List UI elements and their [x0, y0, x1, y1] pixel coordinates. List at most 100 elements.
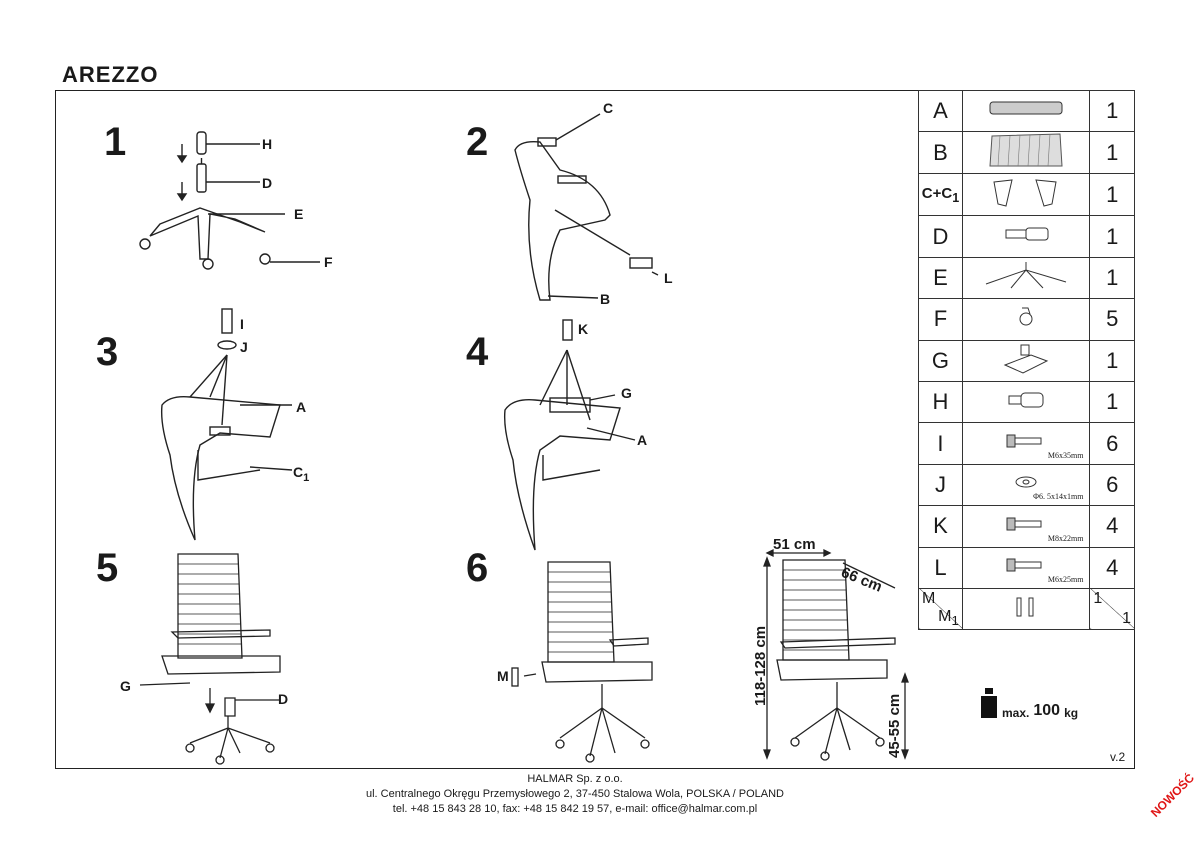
footer-address: ul. Centralnego Okręgu Przemysłowego 2, …: [365, 788, 784, 800]
footer-contact: tel. +48 15 843 28 10, fax: +48 15 842 1…: [392, 803, 758, 815]
label-a-step4: A: [637, 432, 648, 448]
part-letter-subscript: 1: [952, 190, 960, 205]
gas-lift-icon: [986, 227, 1066, 248]
weight-value: 100: [1033, 702, 1061, 719]
part-letter-text: A: [933, 98, 948, 124]
step-number-6: 6: [466, 546, 489, 590]
part-image-cell: [961, 215, 1091, 258]
label-c1: C1: [293, 464, 310, 484]
mechanism-icon: [1001, 344, 1051, 379]
cover-icon: [1001, 392, 1051, 414]
part-quantity: 1: [1089, 256, 1135, 300]
washer-icon: [1014, 476, 1038, 493]
step-number-4: 4: [466, 330, 489, 374]
label-k: K: [578, 321, 589, 337]
star-base-icon: [981, 262, 1071, 294]
part-letter-text: E: [933, 264, 948, 290]
step-number-2: 2: [466, 120, 489, 164]
dimension-height: 118-128 cm: [752, 625, 769, 706]
part-image-cell: [961, 256, 1091, 300]
part-letter: F: [918, 298, 963, 341]
part-letter: K: [918, 505, 963, 548]
label-c: C: [603, 100, 614, 116]
step-3-seat-illustration: [160, 308, 293, 541]
part-spec: M6x35mm: [1047, 450, 1084, 460]
pins-icon: [1011, 597, 1041, 622]
part-quantity: 1: [1089, 131, 1135, 175]
part-m1-letter: M: [938, 608, 952, 626]
part-letter: D: [918, 215, 963, 258]
part-letter: J: [918, 463, 963, 507]
max-weight: max. 100 kg: [980, 688, 1078, 720]
part-letter-text: G: [931, 347, 950, 373]
part-letter-text: I: [937, 430, 944, 456]
part-m1-qty: 1: [1122, 610, 1131, 628]
part-m-top: M: [922, 589, 936, 607]
footer-company: HALMAR Sp. z o.o.: [527, 773, 623, 785]
part-m1: M1: [938, 608, 959, 628]
step-2-backrest-illustration: [514, 113, 659, 301]
step-5-chair-illustration: [139, 553, 281, 765]
part-letter-text: L: [934, 554, 947, 580]
part-quantity: 6: [1089, 422, 1135, 465]
part-quantity: 6: [1089, 463, 1135, 507]
dimension-seat-height: 45-55 cm: [886, 693, 903, 758]
part-quantity: 1: [1089, 380, 1135, 424]
part-letter: B: [918, 131, 963, 175]
label-e: E: [294, 206, 304, 222]
part-letter: A: [918, 89, 963, 133]
weight-icon: [981, 688, 997, 718]
part-letter: C+C1: [918, 173, 963, 217]
weight-prefix: max.: [1002, 706, 1030, 720]
step-6-chair-illustration: [511, 561, 653, 763]
part-image-cell: M6x25mm: [961, 546, 1091, 589]
part-image-cell: [961, 298, 1091, 341]
part-quantity: 4: [1089, 546, 1135, 589]
label-f: F: [324, 254, 333, 270]
bolt-icon: [1001, 517, 1051, 536]
part-image-cell: [961, 339, 1091, 382]
label-g: G: [621, 385, 632, 401]
label-h: H: [262, 136, 273, 152]
step-4-mechanism-illustration: [503, 319, 636, 551]
label-b: B: [600, 291, 611, 307]
footer: HALMAR Sp. z o.o. ul. Centralnego Okręgu…: [0, 772, 1150, 817]
part-letter: G: [918, 339, 963, 382]
dimension-width: 51 cm: [773, 536, 816, 553]
caster-icon: [1016, 307, 1036, 332]
bolt-icon: [1001, 558, 1051, 577]
part-quantity: 1: [1089, 173, 1135, 217]
backrest-icon: [986, 133, 1066, 172]
part-quantity: 1: [1089, 215, 1135, 258]
version-label: v.2: [1110, 750, 1126, 764]
armrest-icon: [986, 179, 1066, 214]
part-letter: I: [918, 422, 963, 465]
part-letter-text: B: [933, 139, 948, 165]
part-image-cell: [961, 89, 1091, 133]
part-letter-text: D: [932, 223, 949, 249]
part-letter-text: J: [934, 471, 946, 497]
part-image-cell: [961, 173, 1091, 217]
instructions-frame: [55, 90, 1135, 769]
part-spec: Φ6. 5x14x1mm: [1033, 492, 1084, 502]
part-image-cell: [961, 131, 1091, 175]
part-letter-text: H: [932, 389, 949, 415]
weight-unit: kg: [1064, 706, 1079, 720]
part-letter: L: [918, 546, 963, 589]
part-image-cell: [961, 380, 1091, 424]
bolt-icon: [1001, 434, 1051, 453]
part-quantity: 1: [1089, 89, 1135, 133]
part-image-cell: M8x22mm: [961, 505, 1091, 548]
part-quantity: 1: [1089, 339, 1135, 382]
label-l: L: [664, 270, 673, 286]
part-letter: H: [918, 380, 963, 424]
label-d-step5: D: [278, 691, 289, 707]
